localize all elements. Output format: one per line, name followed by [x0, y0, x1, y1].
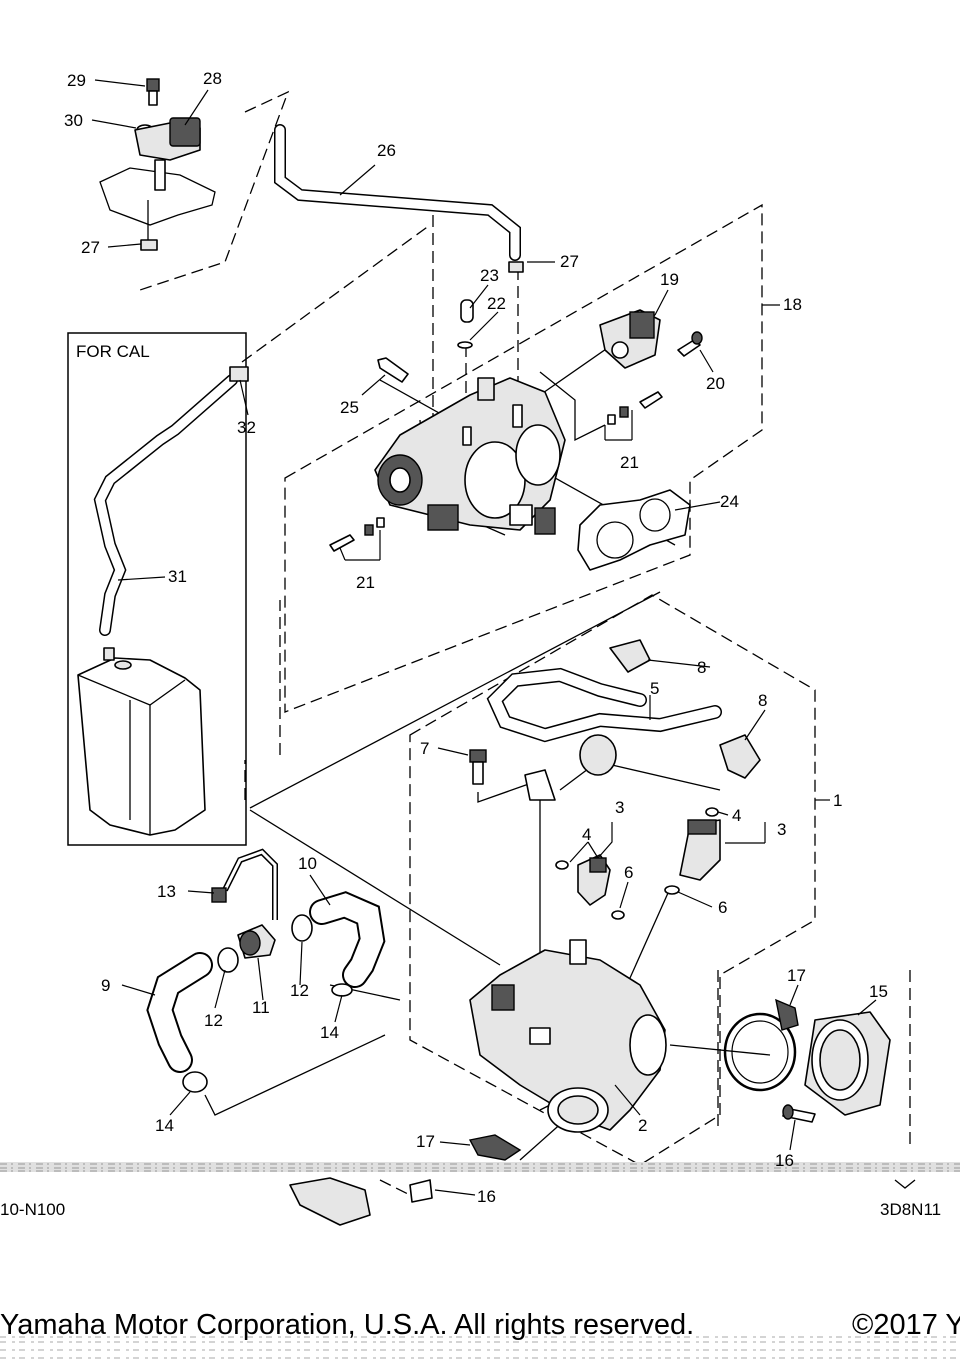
callouts: 29 28 30 26 27 27 23 19 18 22 20 25 32 2… — [64, 69, 888, 1206]
callout-16: 16 — [477, 1187, 496, 1206]
callout-31: 31 — [168, 567, 187, 586]
callout-3: 3 — [615, 798, 624, 817]
strap-13 — [222, 848, 278, 920]
clip-27a — [140, 239, 158, 251]
intake-manifold — [469, 939, 667, 1133]
o-ring-4a — [555, 860, 569, 870]
callout-32: 32 — [237, 418, 256, 437]
manifold-outline — [409, 594, 816, 1166]
callout-14: 14 — [155, 1116, 174, 1135]
charcoal-canister — [77, 657, 206, 836]
callout-6: 6 — [624, 863, 633, 882]
pressure-regulator — [579, 734, 617, 776]
callout-6: 6 — [718, 898, 727, 917]
callout-30: 30 — [64, 111, 83, 130]
callout-28: 28 — [203, 69, 222, 88]
screw-21b — [329, 534, 355, 552]
callout-9: 9 — [101, 976, 110, 995]
clamp-14a — [182, 1071, 208, 1093]
callout-24: 24 — [720, 492, 739, 511]
callout-3: 3 — [777, 820, 786, 839]
scan-noise — [0, 1162, 960, 1359]
callout-22: 22 — [487, 294, 506, 313]
hose-group-left — [146, 848, 386, 1093]
for-cal-frame — [67, 332, 247, 846]
callout-19: 19 — [660, 270, 679, 289]
screw-21a — [639, 391, 663, 409]
clamp-32 — [229, 366, 249, 382]
throttle-body — [329, 309, 703, 571]
callout-20: 20 — [706, 374, 725, 393]
sensor-outline — [139, 90, 290, 291]
code-right: 3D8N11 — [880, 1200, 941, 1219]
callout-27: 27 — [560, 252, 579, 271]
clamp-17b — [468, 1134, 522, 1161]
clamp-14b — [331, 983, 353, 997]
footer-year: ©2017 Y — [852, 1309, 960, 1341]
bolt-7 — [469, 749, 487, 763]
callout-15: 15 — [869, 982, 888, 1001]
bolt-16b — [409, 1179, 433, 1203]
callout-23: 23 — [480, 266, 499, 285]
sensor-bracket — [99, 167, 216, 226]
assembly-outlines — [139, 90, 911, 1196]
band-clamp-17 — [723, 1012, 797, 1092]
map-sensor-group — [99, 78, 216, 251]
callout-27: 27 — [81, 238, 100, 257]
clip-8b — [719, 734, 761, 779]
callout-8: 8 — [697, 658, 706, 677]
callout-10: 10 — [298, 854, 317, 873]
clip-27b — [508, 261, 524, 273]
clamp-12a — [217, 947, 239, 973]
callout-1: 1 — [833, 791, 842, 810]
clamp-12b — [291, 914, 313, 942]
callout-4: 4 — [582, 825, 591, 844]
o-ring-4b — [705, 807, 719, 817]
callout-26: 26 — [377, 141, 396, 160]
callout-12: 12 — [204, 1011, 223, 1030]
callout-25: 25 — [340, 398, 359, 417]
o-ring-6b — [664, 885, 680, 895]
callout-29: 29 — [67, 71, 86, 90]
callout-17: 17 — [787, 966, 806, 985]
callout-13: 13 — [157, 882, 176, 901]
hose-31 — [93, 374, 238, 636]
callout-16: 16 — [775, 1151, 794, 1170]
gasket-24 — [577, 489, 691, 571]
callout-11: 11 — [252, 998, 270, 1017]
hose-26-group — [274, 124, 524, 349]
callout-8: 8 — [758, 691, 767, 710]
callout-7: 7 — [420, 739, 429, 758]
clip-22 — [457, 341, 473, 349]
callout-2: 2 — [638, 1116, 647, 1135]
callout-12: 12 — [290, 981, 309, 1000]
callout-4: 4 — [732, 806, 741, 825]
o-ring-6a — [611, 910, 625, 920]
flange-group — [289, 998, 916, 1226]
flange-bottom — [289, 1177, 371, 1226]
callout-18: 18 — [783, 295, 802, 314]
callout-5: 5 — [650, 679, 659, 698]
screw-25 — [377, 357, 409, 383]
hose-23 — [460, 299, 474, 323]
for-cal-label: FOR CAL — [76, 342, 150, 361]
footer-copyright: Yamaha Motor Corporation, U.S.A. All rig… — [0, 1309, 694, 1341]
code-left: 10-N100 — [0, 1200, 65, 1219]
manifold-2 — [469, 949, 666, 1131]
fuel-system — [469, 639, 761, 920]
throttle-body-outline — [284, 203, 763, 713]
callout-21: 21 — [620, 453, 639, 472]
leader-lines — [91, 79, 877, 1196]
for-cal-box: FOR CAL — [67, 332, 249, 846]
bolt-29 — [146, 78, 160, 92]
clip-8a — [609, 639, 651, 673]
callout-17: 17 — [416, 1132, 435, 1151]
callout-21: 21 — [356, 573, 375, 592]
callout-14: 14 — [320, 1023, 339, 1042]
